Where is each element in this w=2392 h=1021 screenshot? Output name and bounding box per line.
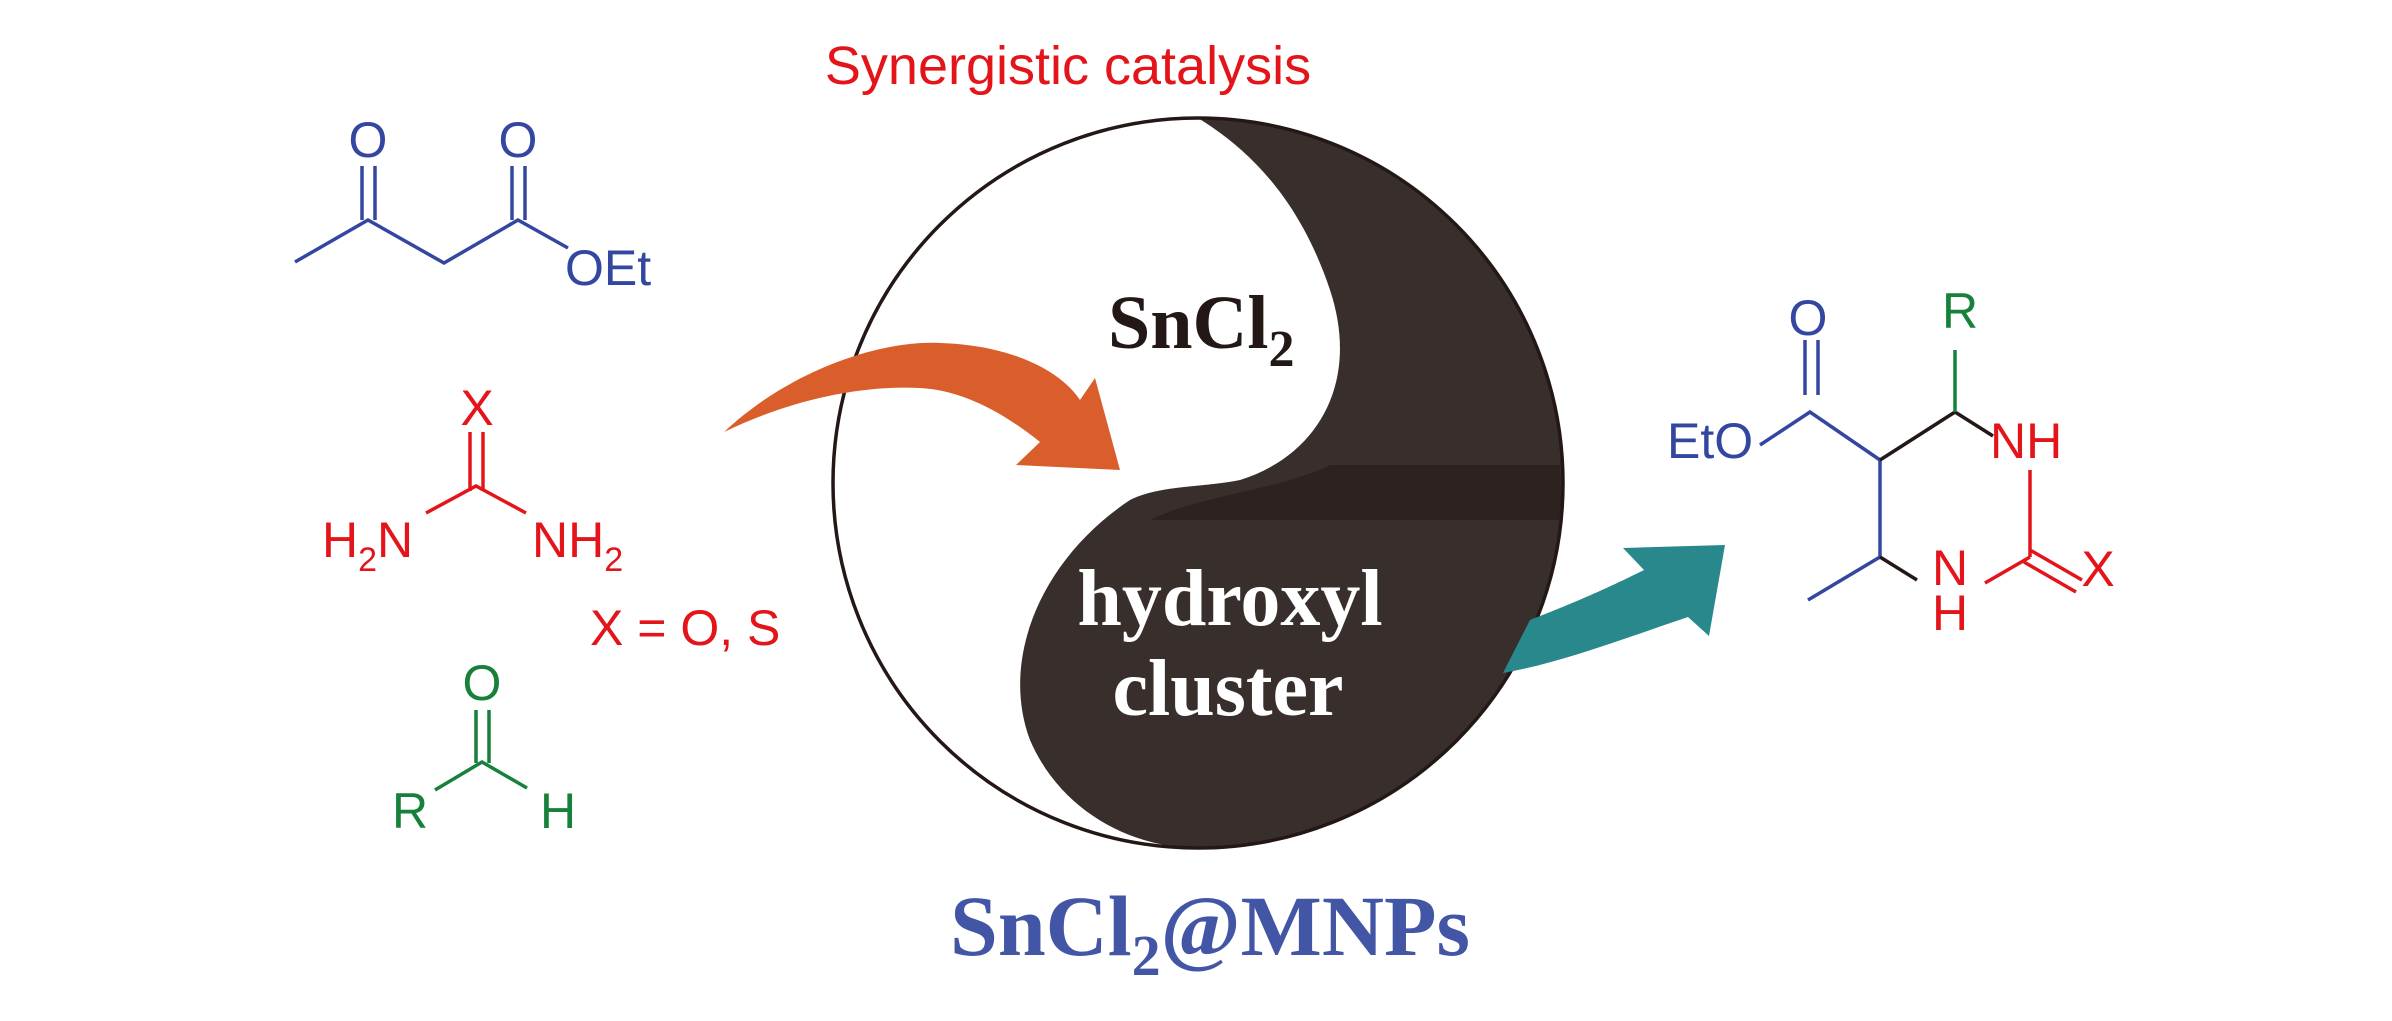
- product-ring-c4-n3-bond: [1954, 410, 1994, 438]
- aldehyde-h-label: H: [540, 783, 576, 839]
- ketoester-backbone-bond: [294, 217, 569, 266]
- orange-reaction-arrow: [724, 342, 1120, 470]
- urea-h2n-label: H2N: [322, 512, 413, 579]
- urea-x-label: X: [460, 380, 493, 436]
- catalyst-name-label: SnCl2@MNPs: [950, 878, 1470, 988]
- product-n1-label: N: [1932, 540, 1968, 596]
- cluster-label: cluster: [1112, 645, 1343, 733]
- product-ring-c6-n1-bond: [1879, 555, 1918, 582]
- ketoester-oxygen-1: O: [349, 112, 388, 168]
- product-r-label: R: [1942, 283, 1978, 339]
- catalyst-circle-outline: [831, 116, 1565, 850]
- product-n1-h-label: H: [1932, 585, 1968, 641]
- urea-structure: [425, 432, 527, 515]
- dark-band: [1150, 465, 1562, 520]
- aldehyde-r-label: R: [392, 783, 428, 839]
- ketoester-oet-label: OEt: [565, 240, 651, 296]
- urea-cn-bonds: [425, 484, 527, 515]
- ethyl-acetoacetate-structure: [294, 166, 569, 266]
- product-x-label: X: [2081, 541, 2114, 597]
- product-oxygen-label: O: [1789, 290, 1828, 346]
- product-ring-c4-c5-bond: [1879, 410, 1956, 462]
- product-ester-bonds: [1759, 409, 1881, 462]
- ketoester-oxygen-2: O: [499, 112, 538, 168]
- title-synergistic-catalysis: Synergistic catalysis: [825, 36, 1311, 96]
- urea-nh2-label: NH2: [532, 512, 623, 579]
- sncl2-upper-label: SnCl2: [1108, 281, 1295, 378]
- product-nh-label: NH: [1990, 413, 2062, 469]
- catalyst-yin-yang: [831, 116, 1565, 850]
- aldehyde-structure: [434, 710, 528, 792]
- teal-product-arrow: [1503, 545, 1725, 673]
- product-eto-label: EtO: [1667, 413, 1753, 469]
- aldehyde-oxygen-label: O: [463, 655, 502, 711]
- product-structure: [1759, 340, 2083, 602]
- product-methyl-bond: [1807, 555, 1881, 602]
- product-c2-x-double-bond-a: [2029, 548, 2083, 582]
- x-equals-o-s-label: X = O, S: [590, 600, 780, 656]
- hydroxyl-label: hydroxyl: [1077, 555, 1382, 643]
- aldehyde-single-bonds: [434, 759, 528, 792]
- product-c2-n1-bond: [1984, 555, 2031, 585]
- product-c2-x-double-bond-b: [2023, 560, 2077, 594]
